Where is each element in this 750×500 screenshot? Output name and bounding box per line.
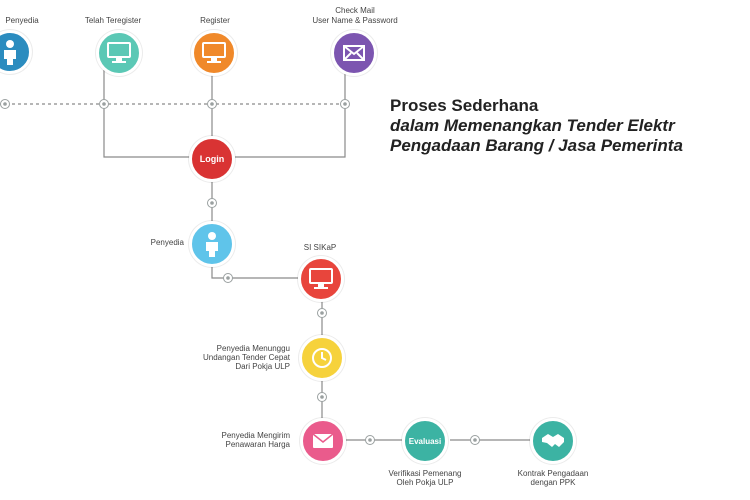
person-icon [206, 232, 218, 257]
menunggu-label-1: Penyedia Menunggu [216, 344, 290, 353]
check-mail-node [331, 30, 377, 76]
login-node: Login [189, 136, 235, 182]
title-line-1: Proses Sederhana [390, 96, 539, 115]
penyedia-mid-node [189, 221, 235, 267]
mail-icon [343, 45, 365, 61]
telah-teregister-label: Telah Teregister [84, 16, 142, 25]
monitor-icon [202, 42, 226, 63]
evaluasi-label: Evaluasi [408, 436, 442, 446]
penyedia-to-sikap-line [211, 264, 298, 279]
si-sikap-label: SI SIKaP [303, 243, 337, 252]
envelope-icon [312, 433, 334, 448]
penyedia-top-label: Penyedia [5, 16, 39, 25]
title-line-3: Pengadaan Barang / Jasa Pemerinta [390, 136, 683, 155]
menunggu-node [299, 335, 345, 381]
menunggu-label-3: Dari Pokja ULP [235, 362, 290, 371]
si-sikap-node [298, 256, 344, 302]
monitor-icon [107, 42, 131, 63]
left-vertical-line [103, 70, 190, 158]
kontrak-label-1: Kontrak Pengadaan [517, 469, 589, 478]
kontrak-label-2: dengan PPK [530, 478, 576, 487]
telah-teregister-node [96, 30, 142, 76]
register-label: Register [200, 16, 230, 25]
check-mail-label-2: User Name & Password [312, 16, 398, 25]
kontrak-node [530, 418, 576, 464]
right-vertical-line [235, 72, 346, 158]
penyedia-top-node [0, 30, 32, 74]
evaluasi-sub-2: Oleh Pokja ULP [396, 478, 454, 487]
title-line-2: dalam Memenangkan Tender Elektr [390, 116, 675, 135]
handshake-icon [542, 434, 564, 447]
clock-icon [312, 348, 332, 368]
login-label: Login [199, 154, 225, 164]
evaluasi-sub-1: Verifikasi Pemenang [388, 469, 462, 478]
mengirim-label-1: Penyedia Mengirim [221, 431, 290, 440]
menunggu-label-2: Undangan Tender Cepat [202, 353, 290, 362]
mengirim-label-2: Penawaran Harga [225, 440, 290, 449]
register-node [191, 30, 237, 76]
mengirim-node [300, 418, 346, 464]
monitor-icon [309, 268, 333, 289]
evaluasi-node: Evaluasi [402, 418, 448, 464]
penyedia-mid-label: Penyedia [150, 238, 184, 247]
person-icon [4, 40, 16, 65]
check-mail-label-1: Check Mail [335, 6, 375, 15]
